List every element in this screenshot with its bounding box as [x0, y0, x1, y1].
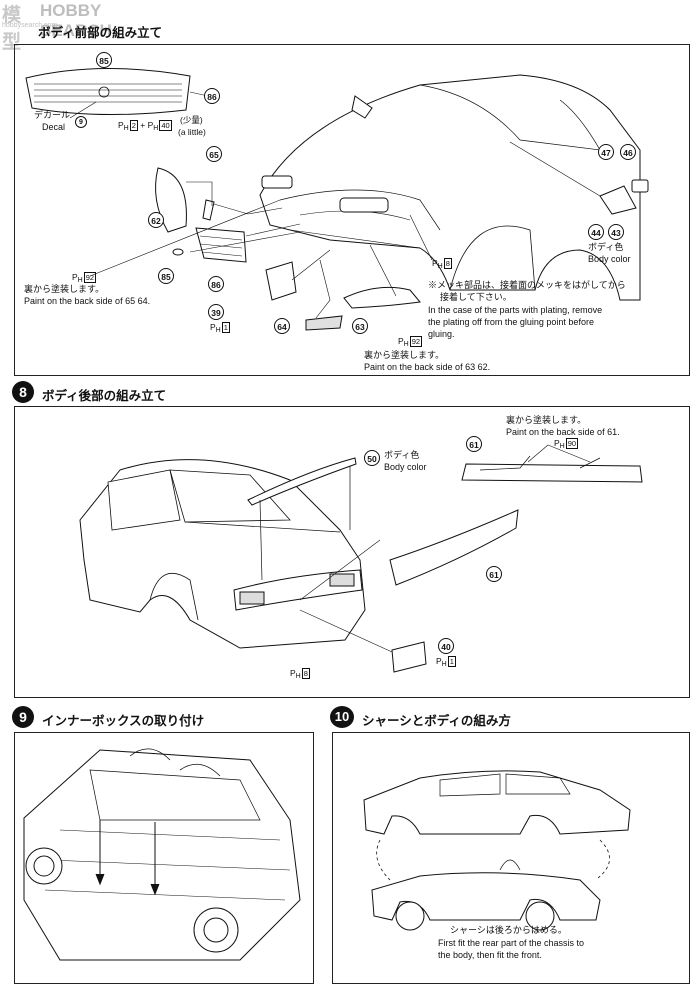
watermark-site: hobbysearch.com [2, 22, 58, 29]
plating-note-jp2: 接着して下さい。 [440, 292, 512, 302]
step8-body-color-jp: ボディ色 [384, 450, 420, 460]
part-47: 47 [598, 144, 614, 160]
plating-note-en2: the plating off from the gluing point be… [428, 317, 594, 327]
part-50-spoiler: 50 [364, 450, 380, 466]
back-paint-en-b-text: Paint on the back side of [364, 362, 463, 372]
paint-h: H [215, 327, 221, 334]
part-39: 39 [208, 304, 224, 320]
step9-panel [14, 732, 314, 984]
back-paint-en-a-parts: 65 64. [125, 296, 151, 306]
watermark-mark: 模型 [2, 5, 22, 53]
step10-note-jp: シャーシは後ろからはめる。 [450, 925, 567, 935]
little-label-jp: (少量) [180, 115, 203, 125]
paint-box: 92 [83, 272, 97, 283]
paint-box: 2 [129, 120, 138, 131]
part-63: 63 [352, 318, 368, 334]
part-61-bumper: 61 [486, 566, 502, 582]
part-85-grille-emblem: 85 [96, 52, 112, 68]
plating-note-en3: gluing. [428, 329, 455, 339]
paint-box: 92 [409, 336, 423, 347]
paint-h: H [559, 443, 565, 450]
back-paint-en-b-parts: 63 62. [465, 362, 491, 372]
step8-back-en-part: 61. [607, 427, 620, 437]
step8-back-jp: 裏から塗装します。 [506, 415, 587, 425]
part-86: 86 [208, 276, 224, 292]
part-43: 43 [608, 224, 624, 240]
plating-note-en1: In the case of the parts with plating, r… [428, 305, 603, 315]
paint-h: H [403, 341, 409, 348]
plating-note-jp1: ※メッキ部品は、接着面のメッキをはがしてから [428, 280, 626, 290]
part-62: 62 [148, 212, 164, 228]
step7-title: ボディ前部の組み立て [38, 25, 163, 40]
decal-label-jp: デカール [34, 110, 71, 120]
watermark-brand: HOBBY SEARCH [40, 1, 112, 40]
body-color-en: Body color [588, 254, 631, 264]
little-label-en: (a little) [178, 127, 206, 137]
decal-label-en: Decal [42, 122, 66, 132]
paint-h: H [77, 277, 83, 284]
part-46: 46 [620, 144, 636, 160]
paint-h: H [295, 673, 301, 680]
back-paint-en-b: Paint on the back side of 63 62. [364, 362, 490, 373]
part-86-grille: 86 [204, 88, 220, 104]
part-44: 44 [588, 224, 604, 240]
step8-number: 8 [12, 381, 34, 403]
paint-box: 8 [301, 668, 310, 679]
step9-number: 9 [12, 706, 34, 728]
step7-panel [14, 44, 690, 376]
back-paint-jp-a: 裏から塗装します。 [24, 284, 105, 294]
step10-number: 10 [330, 706, 354, 728]
step10-title: シャーシとボディの組み方 [362, 713, 511, 728]
paint-h: H [437, 263, 443, 270]
body-color-jp: ボディ色 [588, 242, 624, 252]
step8-panel [14, 406, 690, 698]
paint-box: 40 [159, 120, 172, 131]
back-paint-en-a-text: Paint on the back side of [24, 296, 123, 306]
step9-title: インナーボックスの取り付け [42, 713, 205, 728]
step10-note-en1: First fit the rear part of the chassis t… [438, 938, 585, 948]
step10-note-en2: the body, then fit the front. [438, 950, 542, 960]
paint-box: 1 [221, 322, 230, 333]
part-85: 85 [158, 268, 174, 284]
paint-plus: + [140, 120, 146, 130]
paint-box: 1 [447, 656, 456, 667]
step8-back-en-text: Paint on the back side of [506, 427, 605, 437]
paint-box: 8 [443, 258, 452, 269]
back-paint-jp-b: 裏から塗装します。 [364, 350, 445, 360]
part-64: 64 [274, 318, 290, 334]
step8-back-en: Paint on the back side of 61. [506, 427, 620, 438]
part-40: 40 [438, 638, 454, 654]
step8-body-color-en: Body color [384, 462, 427, 472]
paint-h: H [441, 661, 447, 668]
back-paint-en-a: Paint on the back side of 65 64. [24, 296, 150, 307]
step8-title: ボディ後部の組み立て [42, 388, 167, 403]
paint-box: 90 [565, 438, 579, 449]
paint-h: H [153, 125, 159, 132]
decal-number: 9 [75, 116, 87, 128]
step10-panel [332, 732, 690, 984]
part-65: 65 [206, 146, 222, 162]
paint-h: H [123, 125, 129, 132]
part-61-inner: 61 [466, 436, 482, 452]
